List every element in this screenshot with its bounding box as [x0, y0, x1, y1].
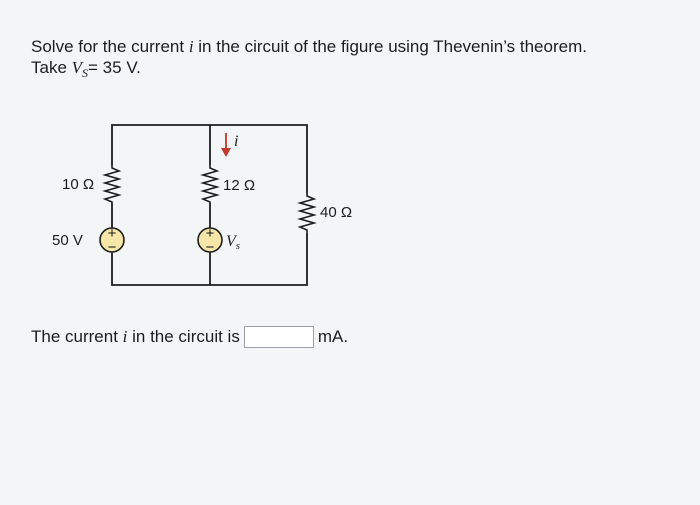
answer-prompt: The current i in the circuit is: [31, 327, 240, 346]
r3-label: 40 Ω: [320, 204, 352, 221]
r2-label: 12 Ω: [223, 177, 255, 194]
question-line-2: Take VS= 35 V.: [31, 58, 141, 80]
current-arrow: [221, 133, 231, 157]
source1-label: 50 V: [52, 232, 83, 249]
resistor-10-ohm: [102, 165, 122, 203]
source2-plus: +: [206, 225, 215, 242]
answer-input[interactable]: [243, 326, 314, 348]
answer-row: The current i in the circuit is mA.: [31, 326, 348, 348]
source1-plus: +: [108, 225, 117, 242]
current-label: i: [234, 133, 238, 150]
source2-label: Vs: [226, 233, 240, 252]
resistor-40-ohm: [297, 193, 317, 233]
r1-label: 10 Ω: [62, 176, 94, 193]
voltage-source-50v: [99, 227, 125, 253]
question-text: Solve for the current i in the circuit o…: [31, 36, 671, 80]
source2-minus: −: [206, 239, 215, 256]
circuit-wires: [111, 124, 308, 286]
resistor-12-ohm: [200, 165, 220, 203]
answer-unit: mA.: [317, 327, 349, 346]
voltage-source-vs: [197, 227, 223, 253]
source1-minus: −: [108, 239, 117, 256]
question-line-1: Solve for the current i in the circuit o…: [31, 37, 587, 56]
